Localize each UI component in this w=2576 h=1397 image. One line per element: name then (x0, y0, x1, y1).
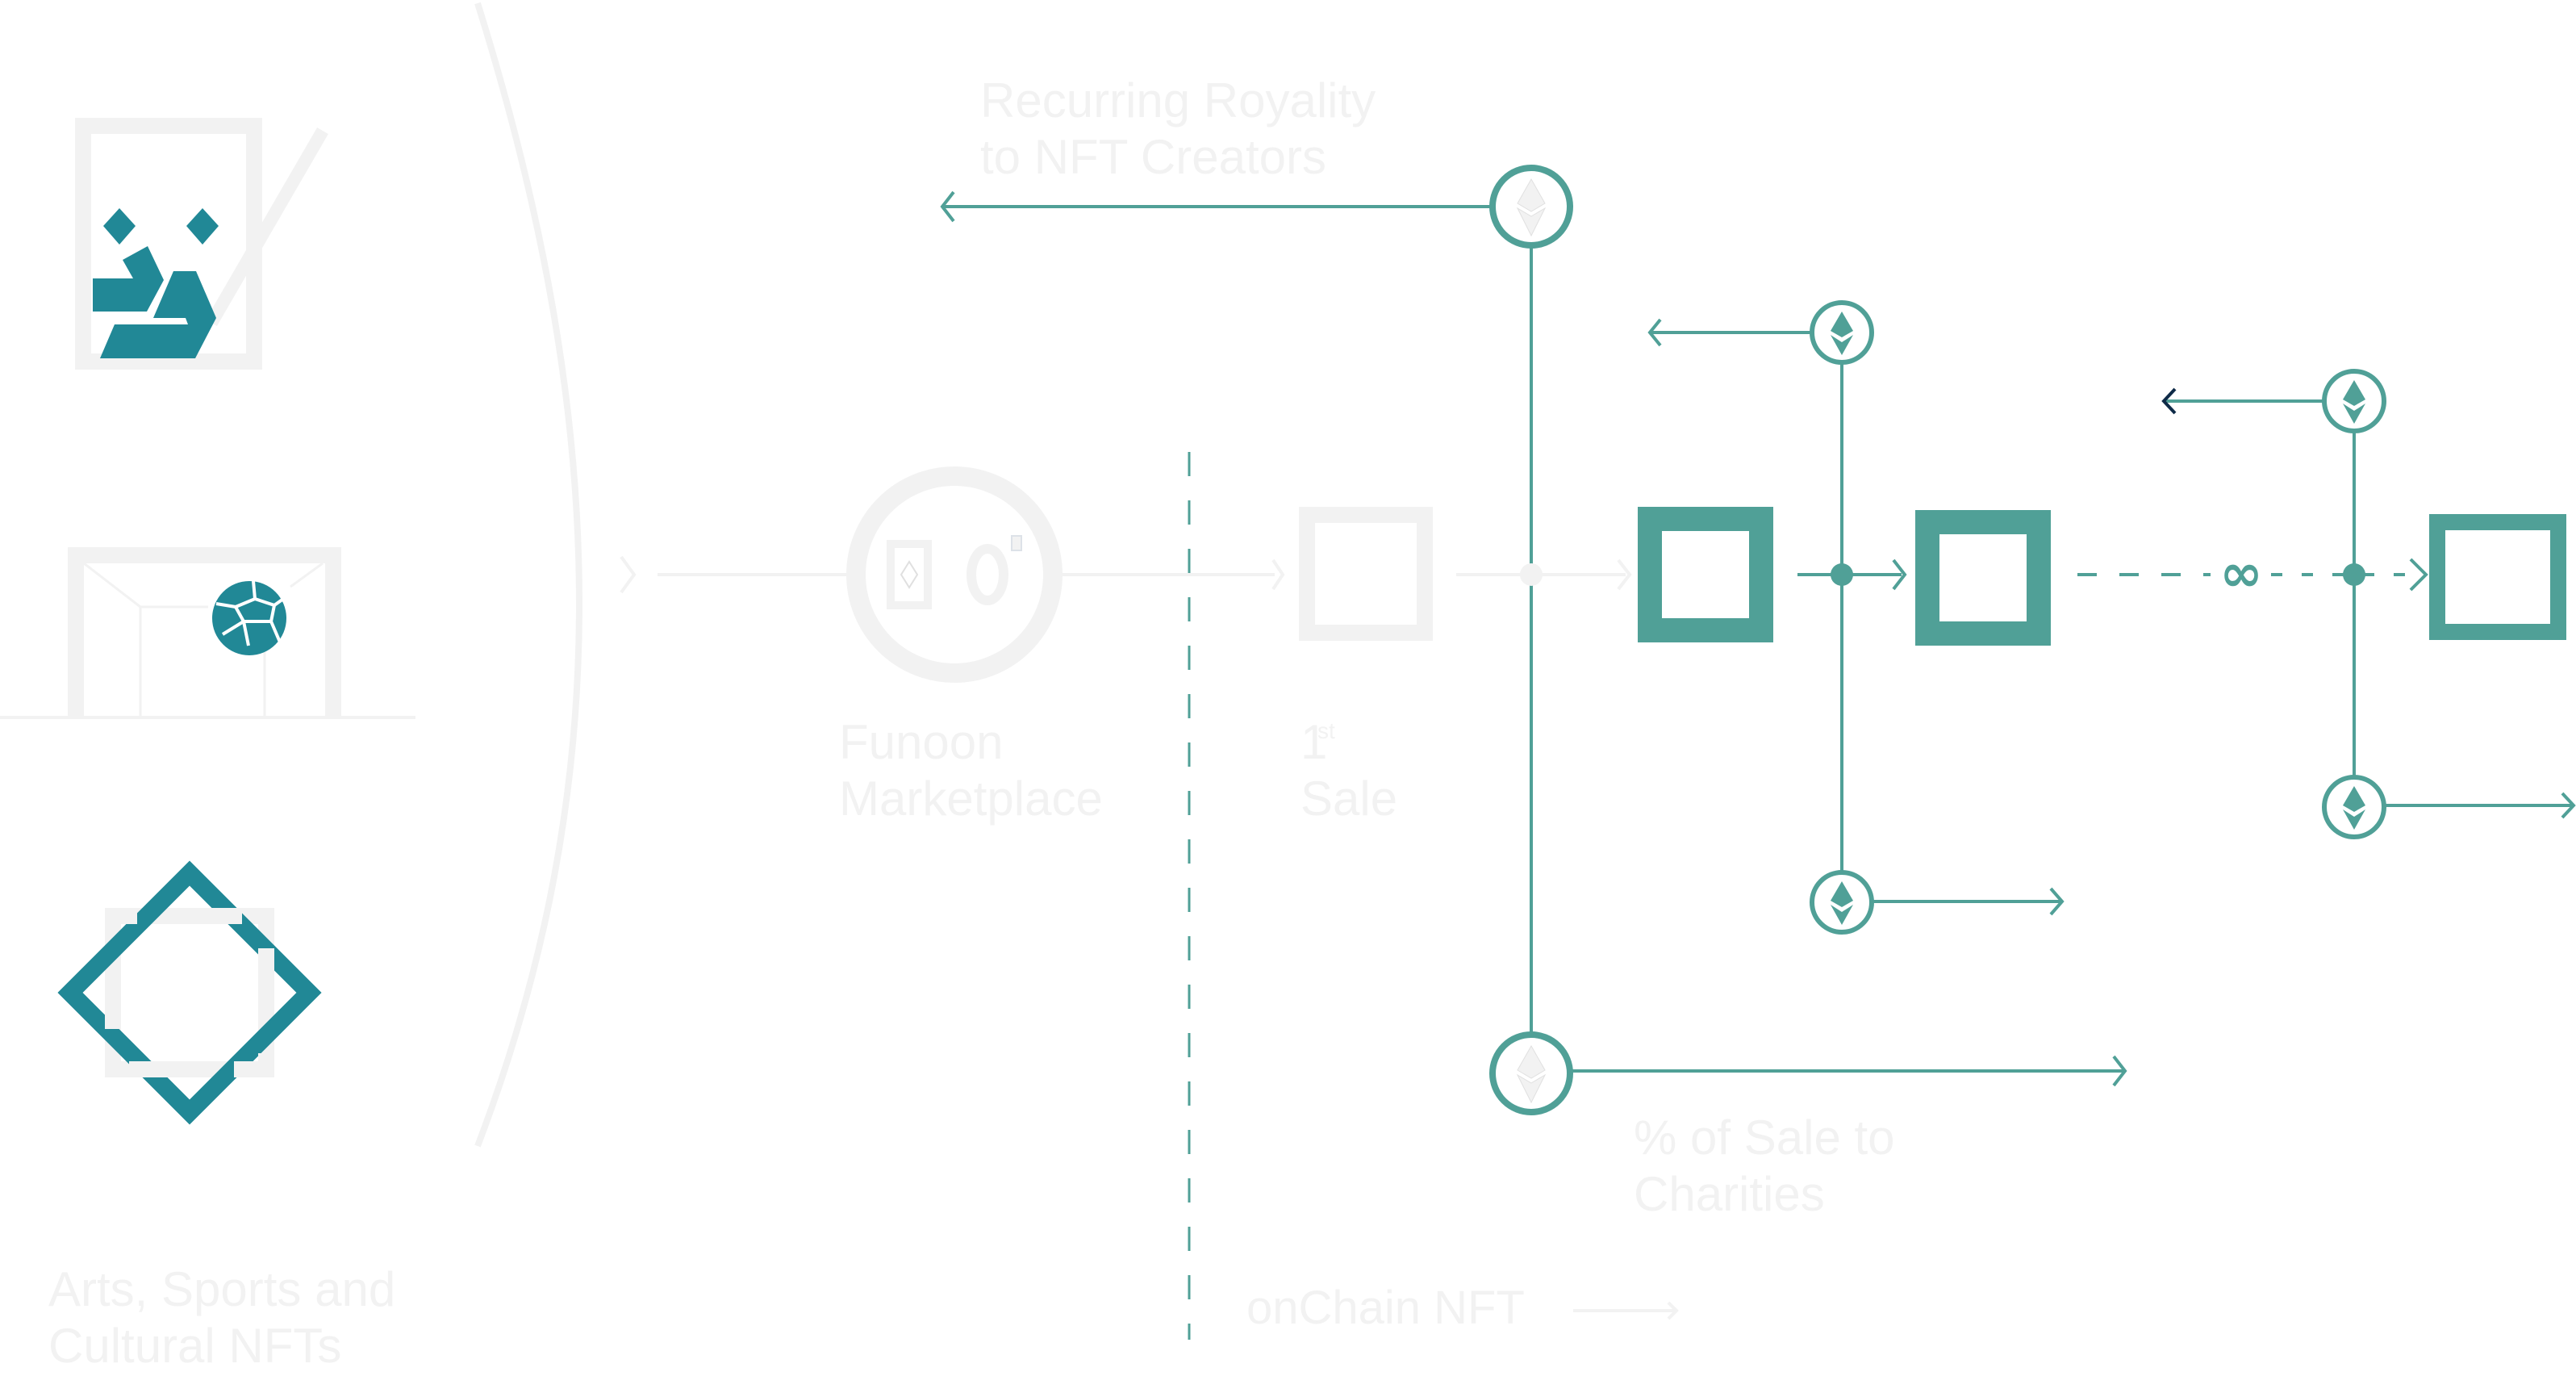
chevron-right-icon (1617, 558, 1632, 591)
funoon-logo-icon (846, 466, 1063, 683)
chevron-right-icon (1892, 558, 1907, 591)
eth-charity-coin-icon (1489, 1031, 1573, 1115)
soccer-ball-icon (212, 580, 287, 655)
marketplace-label-line1: Funoon (839, 715, 1004, 769)
nft-owner-square-3 (2429, 514, 2566, 640)
eth-coin-icon (1810, 300, 1874, 365)
royalty-label-line2: to NFT Creators (980, 130, 1326, 184)
junction-dot (1520, 563, 1543, 586)
arrow-left-icon (2161, 387, 2177, 415)
onchain-label: onChain NFT (1246, 1282, 1525, 1334)
art-calligraphy-icon (75, 118, 328, 370)
arrow-right-icon (2561, 792, 2576, 819)
categories-title-line2: Cultural NFTs (48, 1319, 341, 1373)
chevron-right-icon (620, 555, 637, 594)
charity-label-line1: % of Sale to (1634, 1110, 1895, 1165)
chevron-right-icon (2409, 558, 2428, 592)
soccer-goal-icon (0, 547, 415, 719)
junction-dot (1831, 563, 1853, 586)
infinity-icon: ∞ (2219, 544, 2262, 604)
nft-owner-square-2 (1915, 510, 2051, 646)
eth-royalty-coin-icon (1489, 165, 1573, 249)
chevron-right-icon (1271, 558, 1285, 591)
category-divider-arc (474, 2, 582, 1148)
arrow-right-icon (1667, 1301, 1679, 1320)
first-sale-label-sup: st (1317, 718, 1335, 743)
first-sale-label-line2: Sale (1301, 772, 1397, 826)
marketplace-label-line2: Marketplace (839, 772, 1103, 826)
eth-coin-icon (2322, 775, 2386, 839)
eth-coin-icon (2322, 369, 2386, 433)
eth-coin-icon (1810, 870, 1874, 935)
arrow-right-icon (2049, 887, 2065, 916)
royalty-label-line1: Recurring Royality (980, 73, 1376, 128)
first-sale-label-number: 1 (1301, 715, 1327, 769)
nft-owner-square-1 (1638, 507, 1773, 642)
charity-label-line2: Charities (1634, 1167, 1825, 1221)
arrow-left-icon (940, 190, 955, 223)
junction-dot (2343, 563, 2365, 586)
arrow-right-icon (2112, 1055, 2127, 1087)
categories-title-line1: Arts, Sports and (48, 1262, 395, 1316)
islamic-star-icon (57, 860, 322, 1125)
first-sale-nft-square (1299, 507, 1433, 641)
arrow-left-icon (1647, 318, 1662, 347)
